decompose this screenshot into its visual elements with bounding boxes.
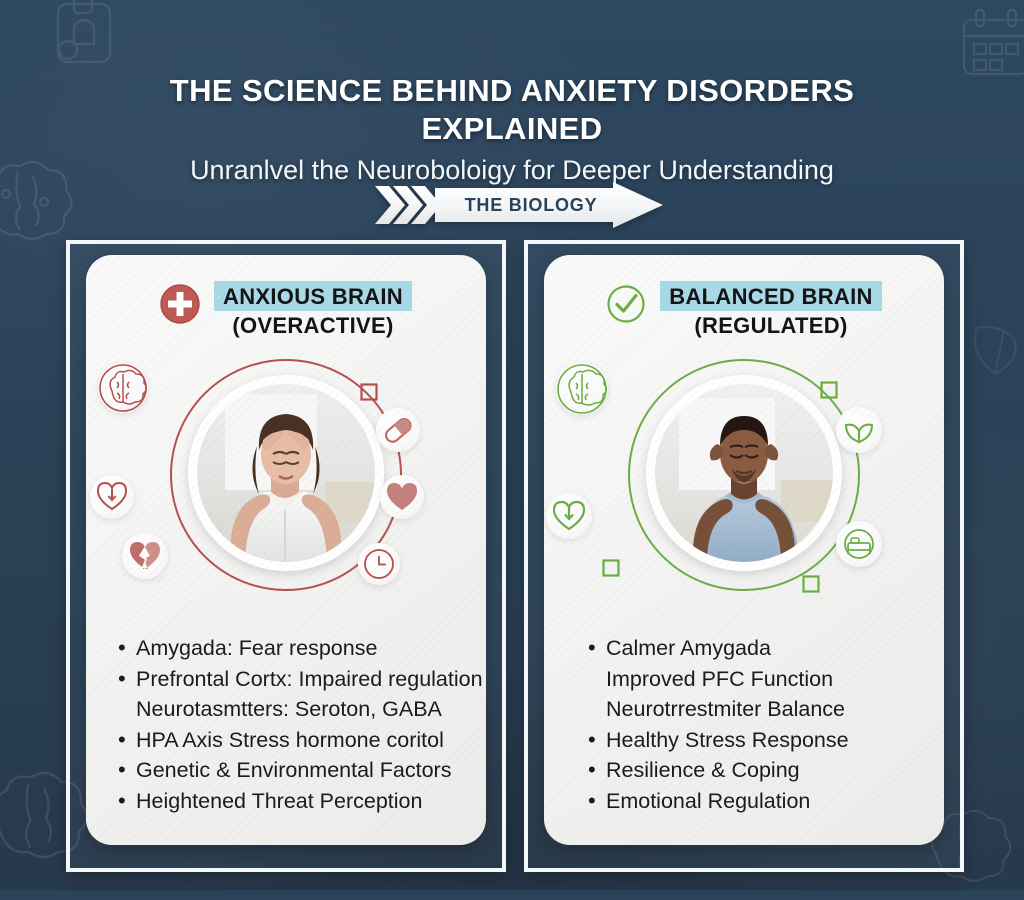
- card-title-anxious: ANXIOUS BRAIN: [214, 281, 412, 312]
- list-item: Improved PFC Function: [606, 666, 834, 691]
- leaf-icon: [960, 300, 1024, 380]
- brain-icon: [98, 363, 148, 413]
- card-frame-anxious: [66, 240, 506, 872]
- photo-stressed-woman: [197, 384, 375, 562]
- white-ring: [188, 375, 384, 571]
- list-item: Heightened Threat Perception: [118, 785, 476, 817]
- header: THE SCIENCE BEHIND ANXIETY DISORDERS EXP…: [0, 0, 1024, 186]
- section-banner: THE BIOLOGY: [373, 182, 663, 228]
- card-anxious-brain: ANXIOUS BRAIN (OVERACTIVE): [86, 255, 486, 845]
- square-outline-icon: [602, 559, 620, 577]
- card-header-anxious: ANXIOUS BRAIN (OVERACTIVE): [86, 281, 486, 339]
- list-item: Emotional Regulation: [588, 785, 934, 817]
- list-item: Amygada: Fear response: [118, 632, 476, 664]
- square-outline-icon: [802, 575, 820, 593]
- media-balanced: [544, 353, 944, 603]
- square-outline-icon: [820, 381, 838, 399]
- white-ring: [646, 375, 842, 571]
- media-anxious: [86, 353, 486, 603]
- card-frame-balanced: [524, 240, 964, 872]
- square-outline-icon: [360, 383, 378, 401]
- accent-ring: [628, 359, 860, 591]
- bullet-list-balanced: Calmer Amygada Improved PFC Function Neu…: [544, 632, 944, 817]
- card-subtitle-anxious: (OVERACTIVE): [232, 313, 394, 339]
- list-item: Resilience & Coping: [588, 754, 934, 786]
- heart-arrow-down-icon: [546, 493, 592, 539]
- card-title-balanced: BALANCED BRAIN: [660, 281, 882, 312]
- clock-icon: [358, 543, 400, 585]
- list-item: Prefrontal Cortx: Impaired regulation: [118, 663, 483, 695]
- page-title: THE SCIENCE BEHIND ANXIETY DISORDERS EXP…: [169, 73, 855, 146]
- brain-icon: [556, 363, 608, 415]
- card-header-balanced: BALANCED BRAIN (REGULATED): [544, 281, 944, 339]
- card-subtitle-balanced: (REGULATED): [694, 313, 848, 339]
- list-item: Neurotasmtters: Seroton, GABA: [136, 697, 442, 722]
- list-item: Neurotrrestmiter Balance: [606, 697, 845, 722]
- pill-capsule-icon: [376, 408, 420, 452]
- bed-rest-icon: [836, 521, 882, 567]
- list-item: Healthy Stress Response: [588, 724, 934, 756]
- page-subtitle: Unranlvel the Neuroboloigy for Deeper Un…: [190, 154, 834, 185]
- heart-filled-icon: [380, 475, 424, 519]
- heart-arrow-down-icon: [90, 475, 134, 519]
- banner-label: THE BIOLOGY: [464, 194, 598, 215]
- check-circle-icon: [606, 284, 646, 324]
- photo-calm-man: [655, 384, 833, 562]
- arrow-shape: [435, 182, 663, 228]
- list-item: HPA Axis Stress hormone coritol: [118, 724, 476, 756]
- leaf-icon: [836, 407, 882, 453]
- medical-cross-icon: [160, 284, 200, 324]
- broken-heart-icon: [122, 533, 168, 579]
- list-item: Calmer Amygada: [588, 632, 934, 664]
- bullet-list-anxious: Amygada: Fear response Prefrontal Cortx:…: [86, 632, 486, 817]
- card-balanced-brain: BALANCED BRAIN (REGULATED): [544, 255, 944, 845]
- list-item: Genetic & Environmental Factors: [118, 754, 476, 786]
